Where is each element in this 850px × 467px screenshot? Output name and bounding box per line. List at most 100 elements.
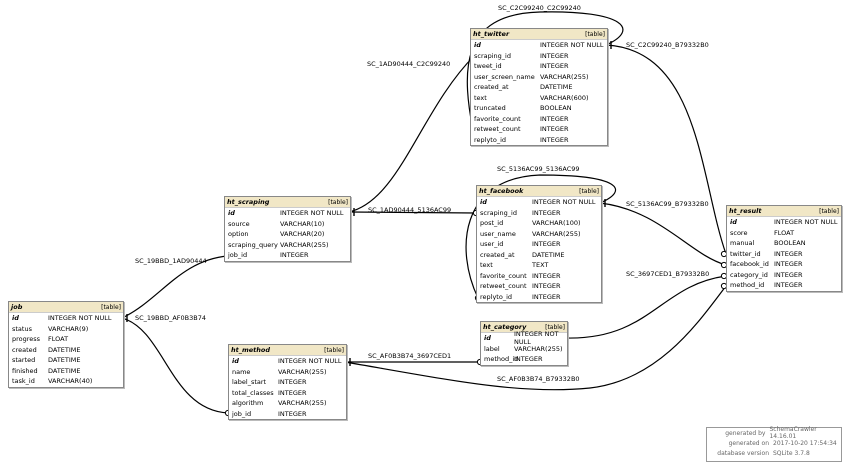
column-type: INTEGER — [540, 135, 569, 144]
column-type: INTEGER — [532, 271, 561, 280]
column-type: INTEGER — [532, 292, 561, 301]
edge-sc-c2c99240-b79332b0 — [605, 44, 727, 255]
column-name: started — [12, 356, 36, 365]
edge-sc-3697ced1-b79332b0 — [565, 275, 727, 339]
column-type: INTEGER — [774, 260, 803, 269]
edge-sc-1ad90444-5136ac99 — [348, 211, 477, 214]
column-type: INTEGER — [540, 114, 569, 123]
info-label: generated on — [728, 439, 769, 447]
column-name: created_at — [480, 250, 515, 259]
table-kind: [table] — [324, 346, 344, 354]
edge-label: SC_3697CED1_B79332B0 — [626, 270, 710, 278]
table-column-row: job_id INTEGER — [225, 250, 350, 261]
column-name: facebook_id — [730, 260, 769, 269]
info-value: SQLite 3.7.8 — [773, 449, 810, 457]
column-type: VARCHAR(255) — [540, 72, 589, 81]
column-type: VARCHAR(255) — [278, 399, 327, 408]
edge-label: SC_AF0B3B74_3697CED1 — [368, 352, 452, 360]
column-name: id — [480, 198, 487, 207]
column-type: VARCHAR(100) — [532, 219, 581, 228]
column-name: source — [228, 219, 250, 228]
info-value: SchemaCrawler 14.16.01 — [769, 426, 817, 440]
column-type: VARCHAR(255) — [280, 240, 329, 249]
edge-label: SC_1AD90444_C2C99240 — [367, 60, 451, 68]
column-type: INTEGER — [280, 251, 309, 260]
column-name: replyto_id — [480, 292, 513, 301]
table-column-row: facebook_id INTEGER — [727, 259, 841, 270]
column-type: TEXT — [532, 261, 549, 270]
column-type: INTEGER — [532, 240, 561, 249]
column-name: user_id — [480, 240, 504, 249]
column-name: post_id — [480, 219, 504, 228]
column-name: job_id — [228, 251, 248, 260]
column-type: INTEGER — [532, 208, 561, 217]
column-name: task_id — [12, 377, 35, 386]
column-name: option — [228, 230, 249, 239]
table-column-row: tweet_id INTEGER — [471, 61, 607, 72]
column-name: scraping_query — [228, 240, 278, 249]
column-type: BOOLEAN — [540, 104, 572, 113]
column-name: label_start — [232, 378, 267, 387]
info-label: generated by — [725, 429, 766, 437]
info-label: database version — [717, 449, 769, 457]
column-name: id — [474, 41, 481, 50]
column-type: DATETIME — [48, 345, 81, 354]
column-name: favorite_count — [480, 271, 527, 280]
edge-sc-af0b3b74-b79332b0 — [344, 285, 727, 391]
column-type: INTEGER NOT NULL — [540, 41, 604, 50]
column-type: FLOAT — [774, 228, 795, 237]
edge-label: SC_5136AC99_B79332B0 — [626, 200, 709, 208]
column-type: FLOAT — [48, 335, 69, 344]
column-type: INTEGER NOT NULL — [48, 314, 112, 323]
table-header: ht_twitter[table] — [471, 29, 607, 40]
column-name: total_classes — [232, 388, 274, 397]
column-name: text — [474, 93, 487, 102]
column-name: manual — [730, 239, 755, 248]
column-name: retweet_count — [480, 282, 527, 291]
table-kind: [table] — [585, 30, 605, 38]
column-type: INTEGER — [774, 281, 803, 290]
column-type: INTEGER — [540, 62, 569, 71]
edge-sc-1ad90444-c2c99240 — [348, 54, 476, 213]
table-header: job[table] — [9, 302, 123, 313]
table-header: ht_result[table] — [727, 206, 841, 217]
info-value: 2017-10-20 17:54:34 — [773, 439, 837, 447]
column-name: tweet_id — [474, 62, 502, 71]
column-type: VARCHAR(255) — [514, 344, 563, 353]
column-type: INTEGER NOT NULL — [514, 330, 559, 347]
column-type: INTEGER — [514, 355, 543, 364]
column-name: created — [12, 345, 37, 354]
column-type: VARCHAR(255) — [532, 229, 581, 238]
edge-label: SC_C2C99240_B79332B0 — [626, 41, 709, 49]
column-name: algorithm — [232, 399, 264, 408]
column-type: VARCHAR(10) — [280, 219, 325, 228]
column-name: truncated — [474, 104, 506, 113]
column-type: INTEGER — [540, 51, 569, 60]
column-name: id — [228, 209, 235, 218]
column-type: DATETIME — [48, 366, 81, 375]
